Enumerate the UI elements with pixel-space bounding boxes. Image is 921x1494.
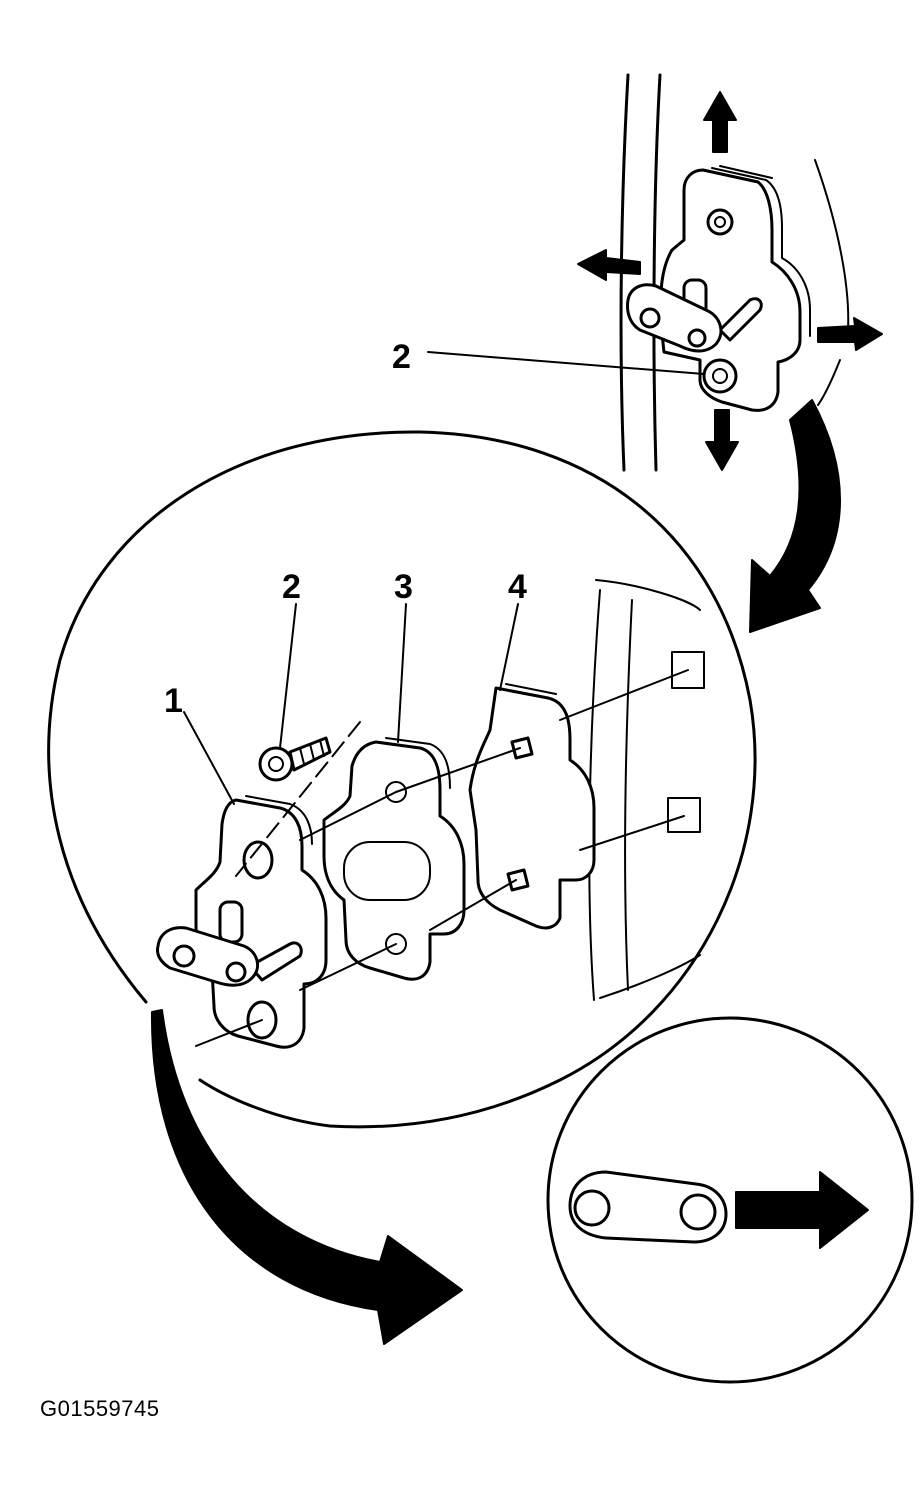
leader-line bbox=[397, 603, 407, 743]
plate-hole bbox=[506, 868, 530, 892]
assembly-line bbox=[559, 669, 689, 721]
callout-label: 1 bbox=[164, 682, 183, 720]
detail-view bbox=[546, 1016, 914, 1384]
door-panel-line bbox=[595, 579, 701, 611]
bracket-layer bbox=[719, 165, 773, 179]
door-panel-line bbox=[599, 954, 701, 999]
exploded-view: 1 2 3 4 bbox=[47, 430, 757, 1345]
bolt-head bbox=[268, 756, 284, 772]
arrow-left-icon bbox=[577, 249, 641, 281]
assembly-line bbox=[299, 943, 397, 991]
bolt-shank bbox=[288, 736, 332, 772]
pivot-pin bbox=[218, 900, 244, 944]
plate-edge bbox=[505, 683, 557, 695]
curved-arrow-icon bbox=[749, 399, 841, 633]
detail-circle bbox=[546, 1016, 914, 1384]
link-hole bbox=[573, 1189, 611, 1227]
spacer-edge bbox=[385, 737, 451, 789]
leader-line bbox=[499, 603, 519, 691]
link-hole bbox=[687, 328, 707, 348]
curved-arrow-icon bbox=[150, 1009, 463, 1345]
arrow-up-icon bbox=[703, 91, 737, 153]
callout-label: 2 bbox=[282, 568, 301, 606]
bolt-icon bbox=[258, 746, 294, 782]
body-contour bbox=[814, 159, 850, 331]
link-hole bbox=[679, 1193, 717, 1231]
door-hole bbox=[667, 797, 701, 833]
part-4-plate bbox=[468, 686, 596, 930]
bracket-layer bbox=[711, 167, 811, 337]
bolt-icon bbox=[706, 208, 734, 236]
part-3-spacer bbox=[322, 740, 466, 981]
spacer-hole bbox=[385, 781, 407, 803]
leader-line bbox=[183, 711, 235, 805]
callout-label: 2 bbox=[392, 338, 411, 376]
pillar-line bbox=[652, 73, 662, 472]
plate-hole bbox=[510, 736, 534, 760]
door-panel-line bbox=[624, 599, 633, 991]
assembly-line bbox=[429, 879, 517, 931]
assembly-line bbox=[395, 747, 521, 793]
arrow-right-icon bbox=[817, 317, 883, 351]
arrow-down-icon bbox=[705, 409, 739, 471]
roller-pin bbox=[718, 297, 763, 342]
spacer-slot bbox=[343, 841, 431, 901]
assembly-line bbox=[195, 1019, 263, 1047]
spacer-hole bbox=[385, 933, 407, 955]
bolt-thread bbox=[299, 739, 325, 765]
body-contour bbox=[817, 359, 841, 406]
bolt-head bbox=[712, 368, 728, 384]
link-hole bbox=[225, 961, 247, 983]
upper-view: 2 bbox=[392, 73, 883, 633]
assembly-line bbox=[579, 815, 685, 851]
roller-pin bbox=[248, 941, 303, 982]
link-hole bbox=[639, 307, 661, 329]
check-hole bbox=[242, 840, 274, 880]
figure-id: G01559745 bbox=[40, 1396, 160, 1421]
assembly-line bbox=[299, 791, 397, 841]
leader-line bbox=[427, 351, 705, 375]
assembly-line bbox=[235, 721, 361, 877]
link-hole bbox=[172, 944, 196, 968]
bolt-head bbox=[714, 216, 726, 228]
callout-label: 4 bbox=[508, 568, 527, 606]
door-hole bbox=[671, 651, 705, 689]
callout-label: 3 bbox=[394, 568, 413, 606]
check-edge bbox=[245, 795, 313, 845]
arrow-right-icon bbox=[735, 1171, 869, 1249]
bolt-icon bbox=[702, 358, 738, 394]
magnify-circle bbox=[47, 430, 757, 1129]
leader-line bbox=[279, 603, 297, 749]
